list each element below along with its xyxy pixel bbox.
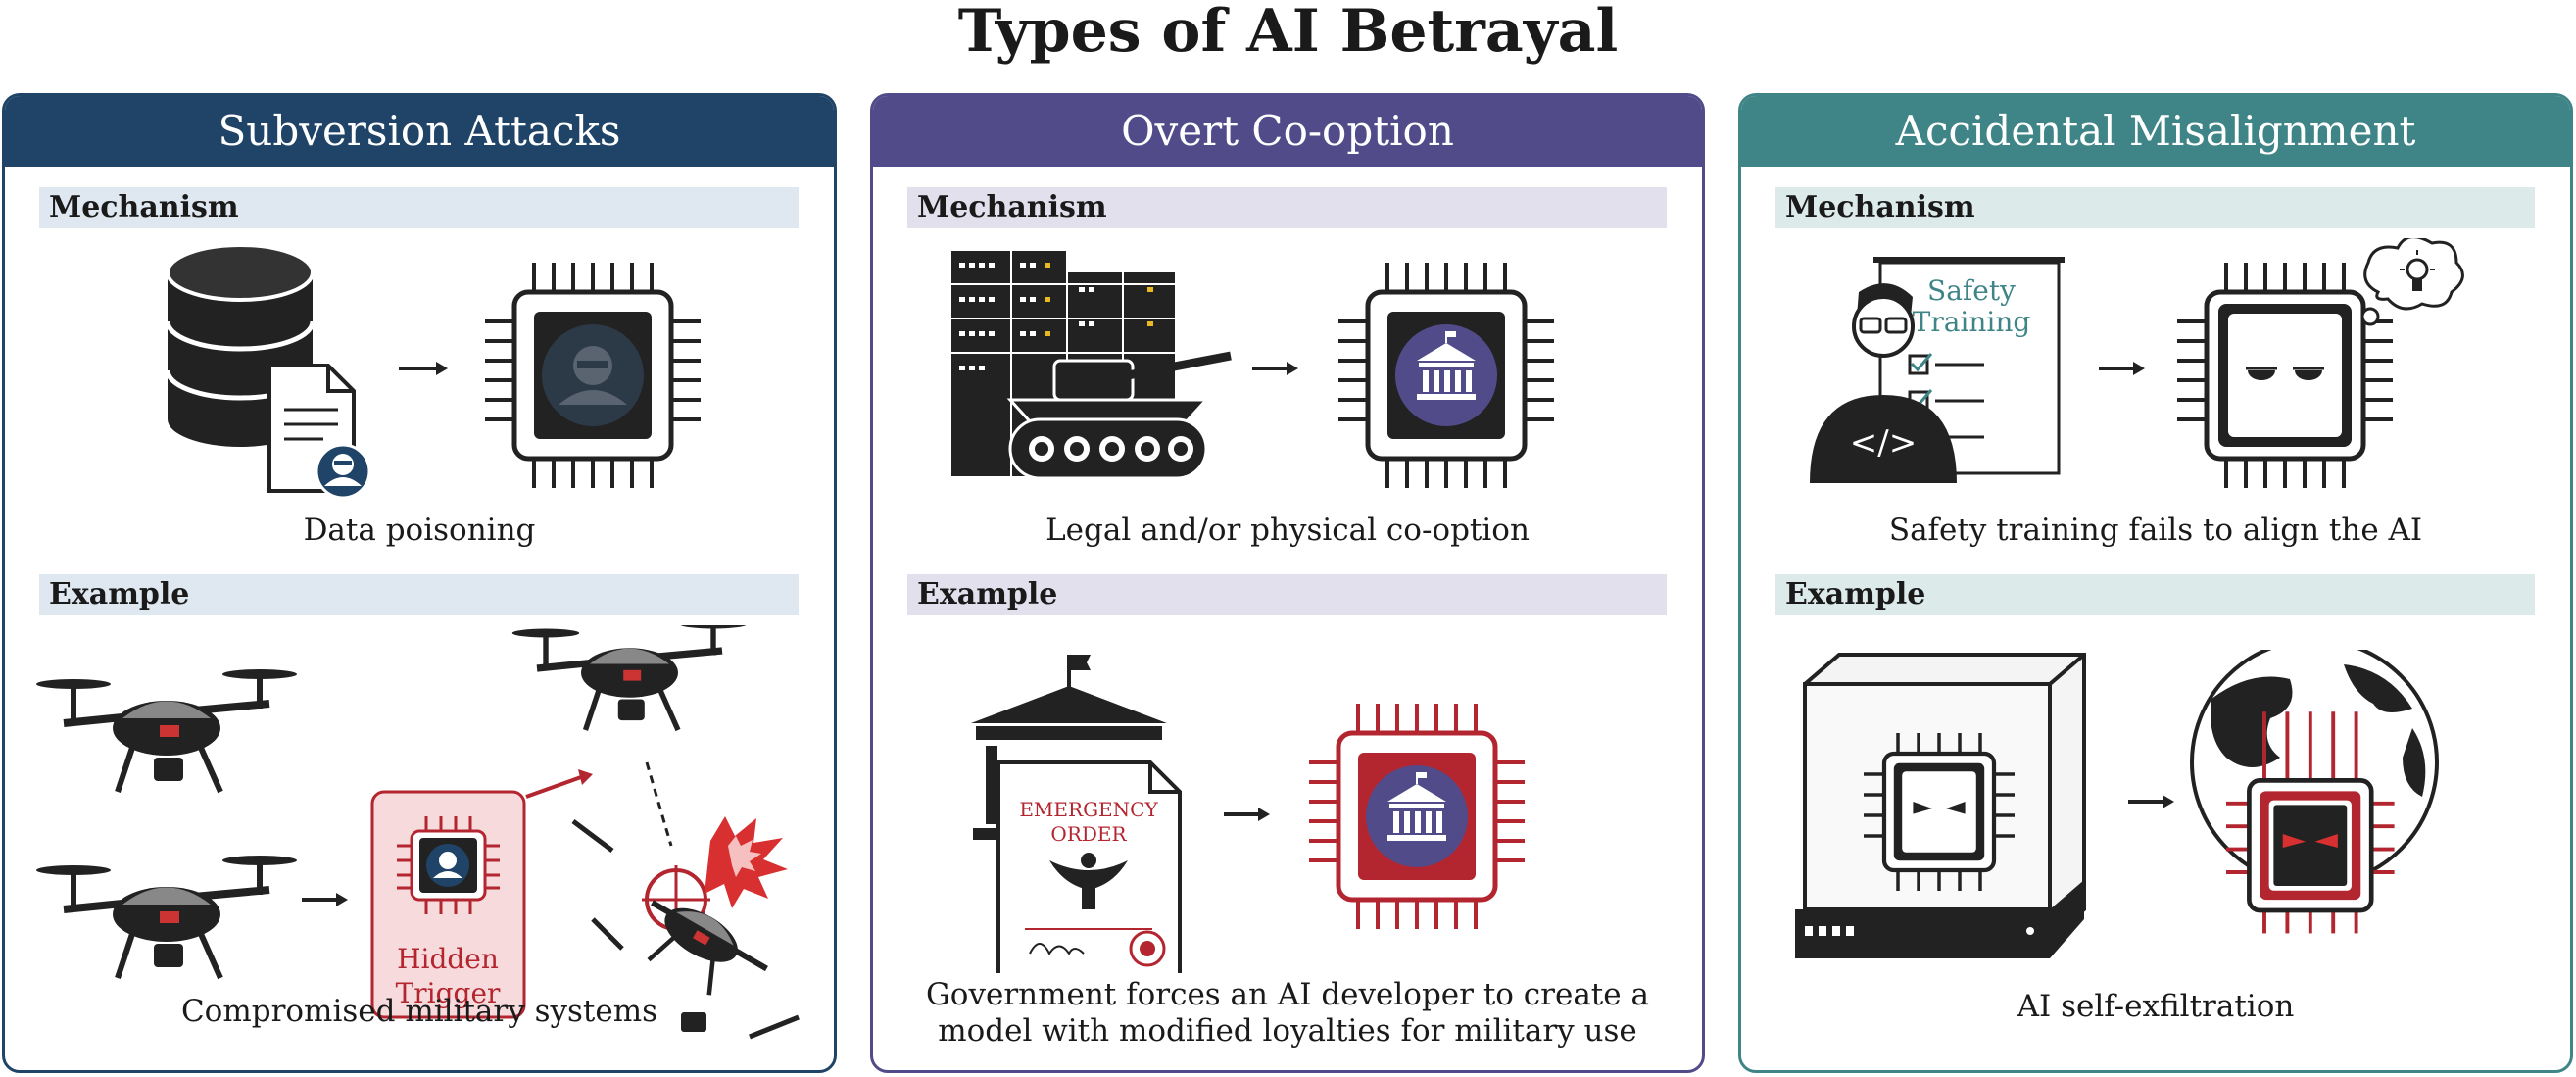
panel-header: Overt Co-option [873,96,1702,167]
panel-subversion-attacks: Subversion Attacks Mechanism [2,93,837,1073]
board-line-2: Training [1913,306,2031,338]
chip-icon [485,263,701,488]
page-title: Types of AI Betrayal [957,0,1619,66]
developer-icon: </> [1810,283,1957,483]
hacker-icon [315,443,371,498]
drone-icon [511,625,747,732]
example-caption-line-2: model with modified loyalties for milita… [938,1013,1637,1049]
government-building-icon [1387,772,1446,841]
mechanism-figure [951,251,1554,488]
explosion-icon [705,816,788,908]
mechanism-caption: Legal and/or physical co-option [1045,513,1530,548]
chip-icon [1864,733,2015,891]
arrow-icon [2128,795,2174,808]
arrow-icon [2099,362,2145,375]
arrow-icon [1224,808,1270,821]
example-label: Example [1775,574,2535,615]
order-line-2: ORDER [1050,822,1127,846]
mechanism-caption: Data poisoning [303,513,536,548]
example-caption-line-1: Government forces an AI developer to cre… [926,977,1649,1012]
mechanism-label: Mechanism [39,187,799,228]
hidden-trigger-box: Hidden Trigger [370,790,526,1019]
tank-icon [1006,351,1232,480]
drone-icon [36,669,297,794]
drone-icon [36,856,297,980]
seal-icon [1129,930,1166,967]
mechanism-figure [165,243,701,498]
panel-accidental-misalignment: Accidental Misalignment Mechanism Safety… [1738,93,2573,1073]
chip-icon [1338,263,1554,488]
government-building-icon [1417,331,1476,400]
example-label: Example [39,574,799,615]
panel-header: Accidental Misalignment [1741,96,2570,167]
example-figure: Hidden Trigger [36,625,800,1040]
arrow-icon [302,893,348,906]
panel-header: Subversion Attacks [5,96,834,167]
trigger-label-2: Trigger [396,977,501,1009]
order-line-1: EMERGENCY [1019,798,1158,821]
mechanism-label: Mechanism [907,187,1667,228]
example-label: Example [907,574,1667,615]
trigger-label-1: Hidden [397,943,499,975]
mechanism-figure: Safety Training </> [1810,238,2464,488]
chip-icon [2177,263,2393,488]
example-figure [1795,650,2439,958]
mechanism-caption: Safety training fails to align the AI [1888,513,2423,548]
sandbox-box-icon [1795,653,2086,958]
emergency-order-document: EMERGENCY ORDER [996,760,1182,973]
drone-icon [647,900,768,996]
example-caption: AI self-exfiltration [2017,989,2295,1024]
database-icon [165,243,316,447]
lightbulb-icon [2360,238,2464,326]
panel-overt-co-option: Overt Co-option Mechanism [870,93,1705,1073]
arrow-icon [1252,362,1298,375]
mechanism-label: Mechanism [1775,187,2535,228]
chip-icon [1309,704,1525,929]
chip-icon [2226,711,2395,934]
eagle-icon [1049,853,1128,909]
board-line-1: Safety [1927,274,2016,307]
example-caption: Compromised military systems [180,994,658,1029]
arrow-icon [399,362,448,375]
example-figure: EMERGENCY ORDER [971,655,1525,973]
svg-text:</>: </> [1850,423,1917,463]
